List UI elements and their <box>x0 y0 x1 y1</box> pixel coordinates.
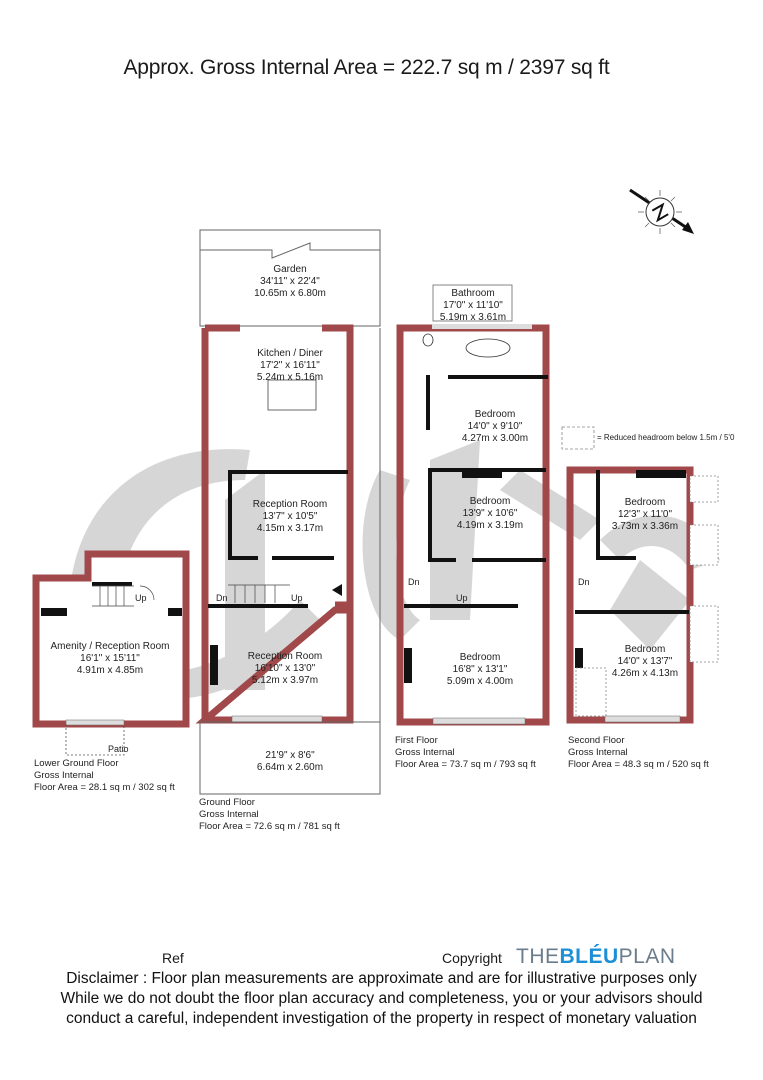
room-metric: 5.24m x 5.16m <box>256 372 324 383</box>
room-label-bedroom-1: Bedroom 14'0" x 9'10" 4.27m x 3.00m <box>450 409 540 445</box>
floor-name: Ground Floor <box>199 797 255 808</box>
room-metric: 3.73m x 3.36m <box>611 521 679 532</box>
second-floor-caption: Second Floor Gross Internal Floor Area =… <box>568 735 709 771</box>
lower-ground-caption: Lower Ground Floor Gross Internal Floor … <box>34 758 175 794</box>
room-label-kitchen-diner: Kitchen / Diner 17'2" x 16'11" 5.24m x 5… <box>240 348 340 384</box>
room-imperial: 14'0" x 9'10" <box>467 421 523 432</box>
room-label-second-bedroom-1: Bedroom 12'3" x 11'0" 3.73m x 3.36m <box>605 497 685 533</box>
disclaimer-line: conduct a careful, independent investiga… <box>66 1010 697 1027</box>
room-imperial: 16'1" x 15'11" <box>80 653 140 664</box>
lower-ground-floor-plan <box>32 550 190 756</box>
room-imperial: 16'10" x 13'0" <box>254 663 316 674</box>
room-imperial: 21'9" x 8'6" <box>265 750 315 761</box>
page-title: Approx. Gross Internal Area = 222.7 sq m… <box>0 56 763 80</box>
room-metric: 5.09m x 4.00m <box>446 676 514 687</box>
room-metric: 4.91m x 4.85m <box>76 665 144 676</box>
room-label-second-bedroom-2: Bedroom 14'0" x 13'7" 4.26m x 4.13m <box>605 644 685 680</box>
disclaimer: Disclaimer : Floor plan measurements are… <box>0 969 763 1029</box>
room-metric: 4.15m x 3.17m <box>256 523 324 534</box>
floor-gross: Gross Internal <box>395 747 455 758</box>
room-metric: 4.26m x 4.13m <box>611 668 679 679</box>
room-name: Kitchen / Diner <box>257 348 323 359</box>
room-name: Bedroom <box>459 652 501 663</box>
stairs-up-label: Up <box>456 593 468 603</box>
ref-label: Ref <box>162 950 184 966</box>
floor-area: Floor Area = 28.1 sq m / 302 sq ft <box>34 782 175 793</box>
brand-logo: THEBLÉUPLAN <box>516 945 676 969</box>
room-label-bedroom-3: Bedroom 16'8" x 13'1" 5.09m x 4.00m <box>430 652 530 688</box>
stairs-up-label: Up <box>135 593 147 603</box>
room-imperial: 34'11" x 22'4" <box>260 276 320 287</box>
brand-bold: BLÉU <box>559 945 619 968</box>
room-label-reception-1: Reception Room 13'7" x 10'5" 4.15m x 3.1… <box>240 499 340 535</box>
floor-gross: Gross Internal <box>34 770 94 781</box>
floor-gross: Gross Internal <box>568 747 628 758</box>
floor-name: Second Floor <box>568 735 625 746</box>
stairs-up-label: Up <box>291 593 303 603</box>
ground-floor-caption: Ground Floor Gross Internal Floor Area =… <box>199 797 340 833</box>
copyright-label: Copyright <box>442 950 502 966</box>
floor-area: Floor Area = 48.3 sq m / 520 sq ft <box>568 759 709 770</box>
brand-post: PLAN <box>618 945 676 968</box>
floor-area: Floor Area = 73.7 sq m / 793 sq ft <box>395 759 536 770</box>
room-imperial: 12'3" x 11'0" <box>617 509 673 520</box>
legend-reduced-headroom: = Reduced headroom below 1.5m / 5'0 <box>597 433 735 442</box>
room-name: Reception Room <box>252 499 328 510</box>
stairs-down-label: Dn <box>216 593 228 603</box>
room-metric: 5.12m x 3.97m <box>251 675 319 686</box>
room-imperial: 16'8" x 13'1" <box>452 664 508 675</box>
stairs-down-label: Dn <box>578 577 590 587</box>
floor-area: Floor Area = 72.6 sq m / 781 sq ft <box>199 821 340 832</box>
ground-floor-plan <box>195 229 381 795</box>
floor-gross: Gross Internal <box>199 809 259 820</box>
room-name: Reception Room <box>247 651 323 662</box>
disclaimer-line: While we do not doubt the floor plan acc… <box>60 990 703 1007</box>
room-name: Bedroom <box>624 497 666 508</box>
room-metric: 4.19m x 3.19m <box>456 520 524 531</box>
room-label-reception-2: Reception Room 16'10" x 13'0" 5.12m x 3.… <box>230 651 340 687</box>
disclaimer-line: Disclaimer : Floor plan measurements are… <box>66 970 697 987</box>
stairs-down-label: Dn <box>408 577 420 587</box>
room-name: Amenity / Reception Room <box>50 641 170 652</box>
room-label-amenity: Amenity / Reception Room 16'1" x 15'11" … <box>50 641 170 677</box>
room-metric: 4.27m x 3.00m <box>461 433 529 444</box>
room-metric: 6.64m x 2.60m <box>256 762 324 773</box>
north-compass-icon <box>629 188 694 234</box>
patio-label: Patio <box>108 744 129 754</box>
room-label-front-area: 21'9" x 8'6" 6.64m x 2.60m <box>240 750 340 774</box>
room-imperial: 13'7" x 10'5" <box>262 511 318 522</box>
brand-pre: THE <box>516 945 560 968</box>
room-name: Bedroom <box>474 409 516 420</box>
room-metric: 5.19m x 3.61m <box>439 312 507 323</box>
room-imperial: 17'0" x 11'10" <box>443 300 503 311</box>
room-metric: 10.65m x 6.80m <box>254 288 326 299</box>
room-imperial: 13'9" x 10'6" <box>462 508 518 519</box>
first-floor-plan <box>396 284 550 726</box>
room-imperial: 17'2" x 16'11" <box>260 360 320 371</box>
room-name: Bedroom <box>624 644 666 655</box>
room-label-bathroom: Bathroom 17'0" x 11'10" 5.19m x 3.61m <box>433 288 513 324</box>
room-name: Garden <box>273 264 307 275</box>
gross-area-text: Approx. Gross Internal Area = 222.7 sq m… <box>123 56 610 79</box>
floor-name: First Floor <box>395 735 438 746</box>
second-floor-plan <box>566 466 719 724</box>
dashed-box-icon <box>561 426 595 450</box>
room-label-garden: Garden 34'11" x 22'4" 10.65m x 6.80m <box>240 264 340 300</box>
room-name: Bathroom <box>451 288 495 299</box>
floor-name: Lower Ground Floor <box>34 758 119 769</box>
room-name: Bedroom <box>469 496 511 507</box>
room-imperial: 14'0" x 13'7" <box>617 656 673 667</box>
room-label-bedroom-2: Bedroom 13'9" x 10'6" 4.19m x 3.19m <box>445 496 535 532</box>
first-floor-caption: First Floor Gross Internal Floor Area = … <box>395 735 536 771</box>
